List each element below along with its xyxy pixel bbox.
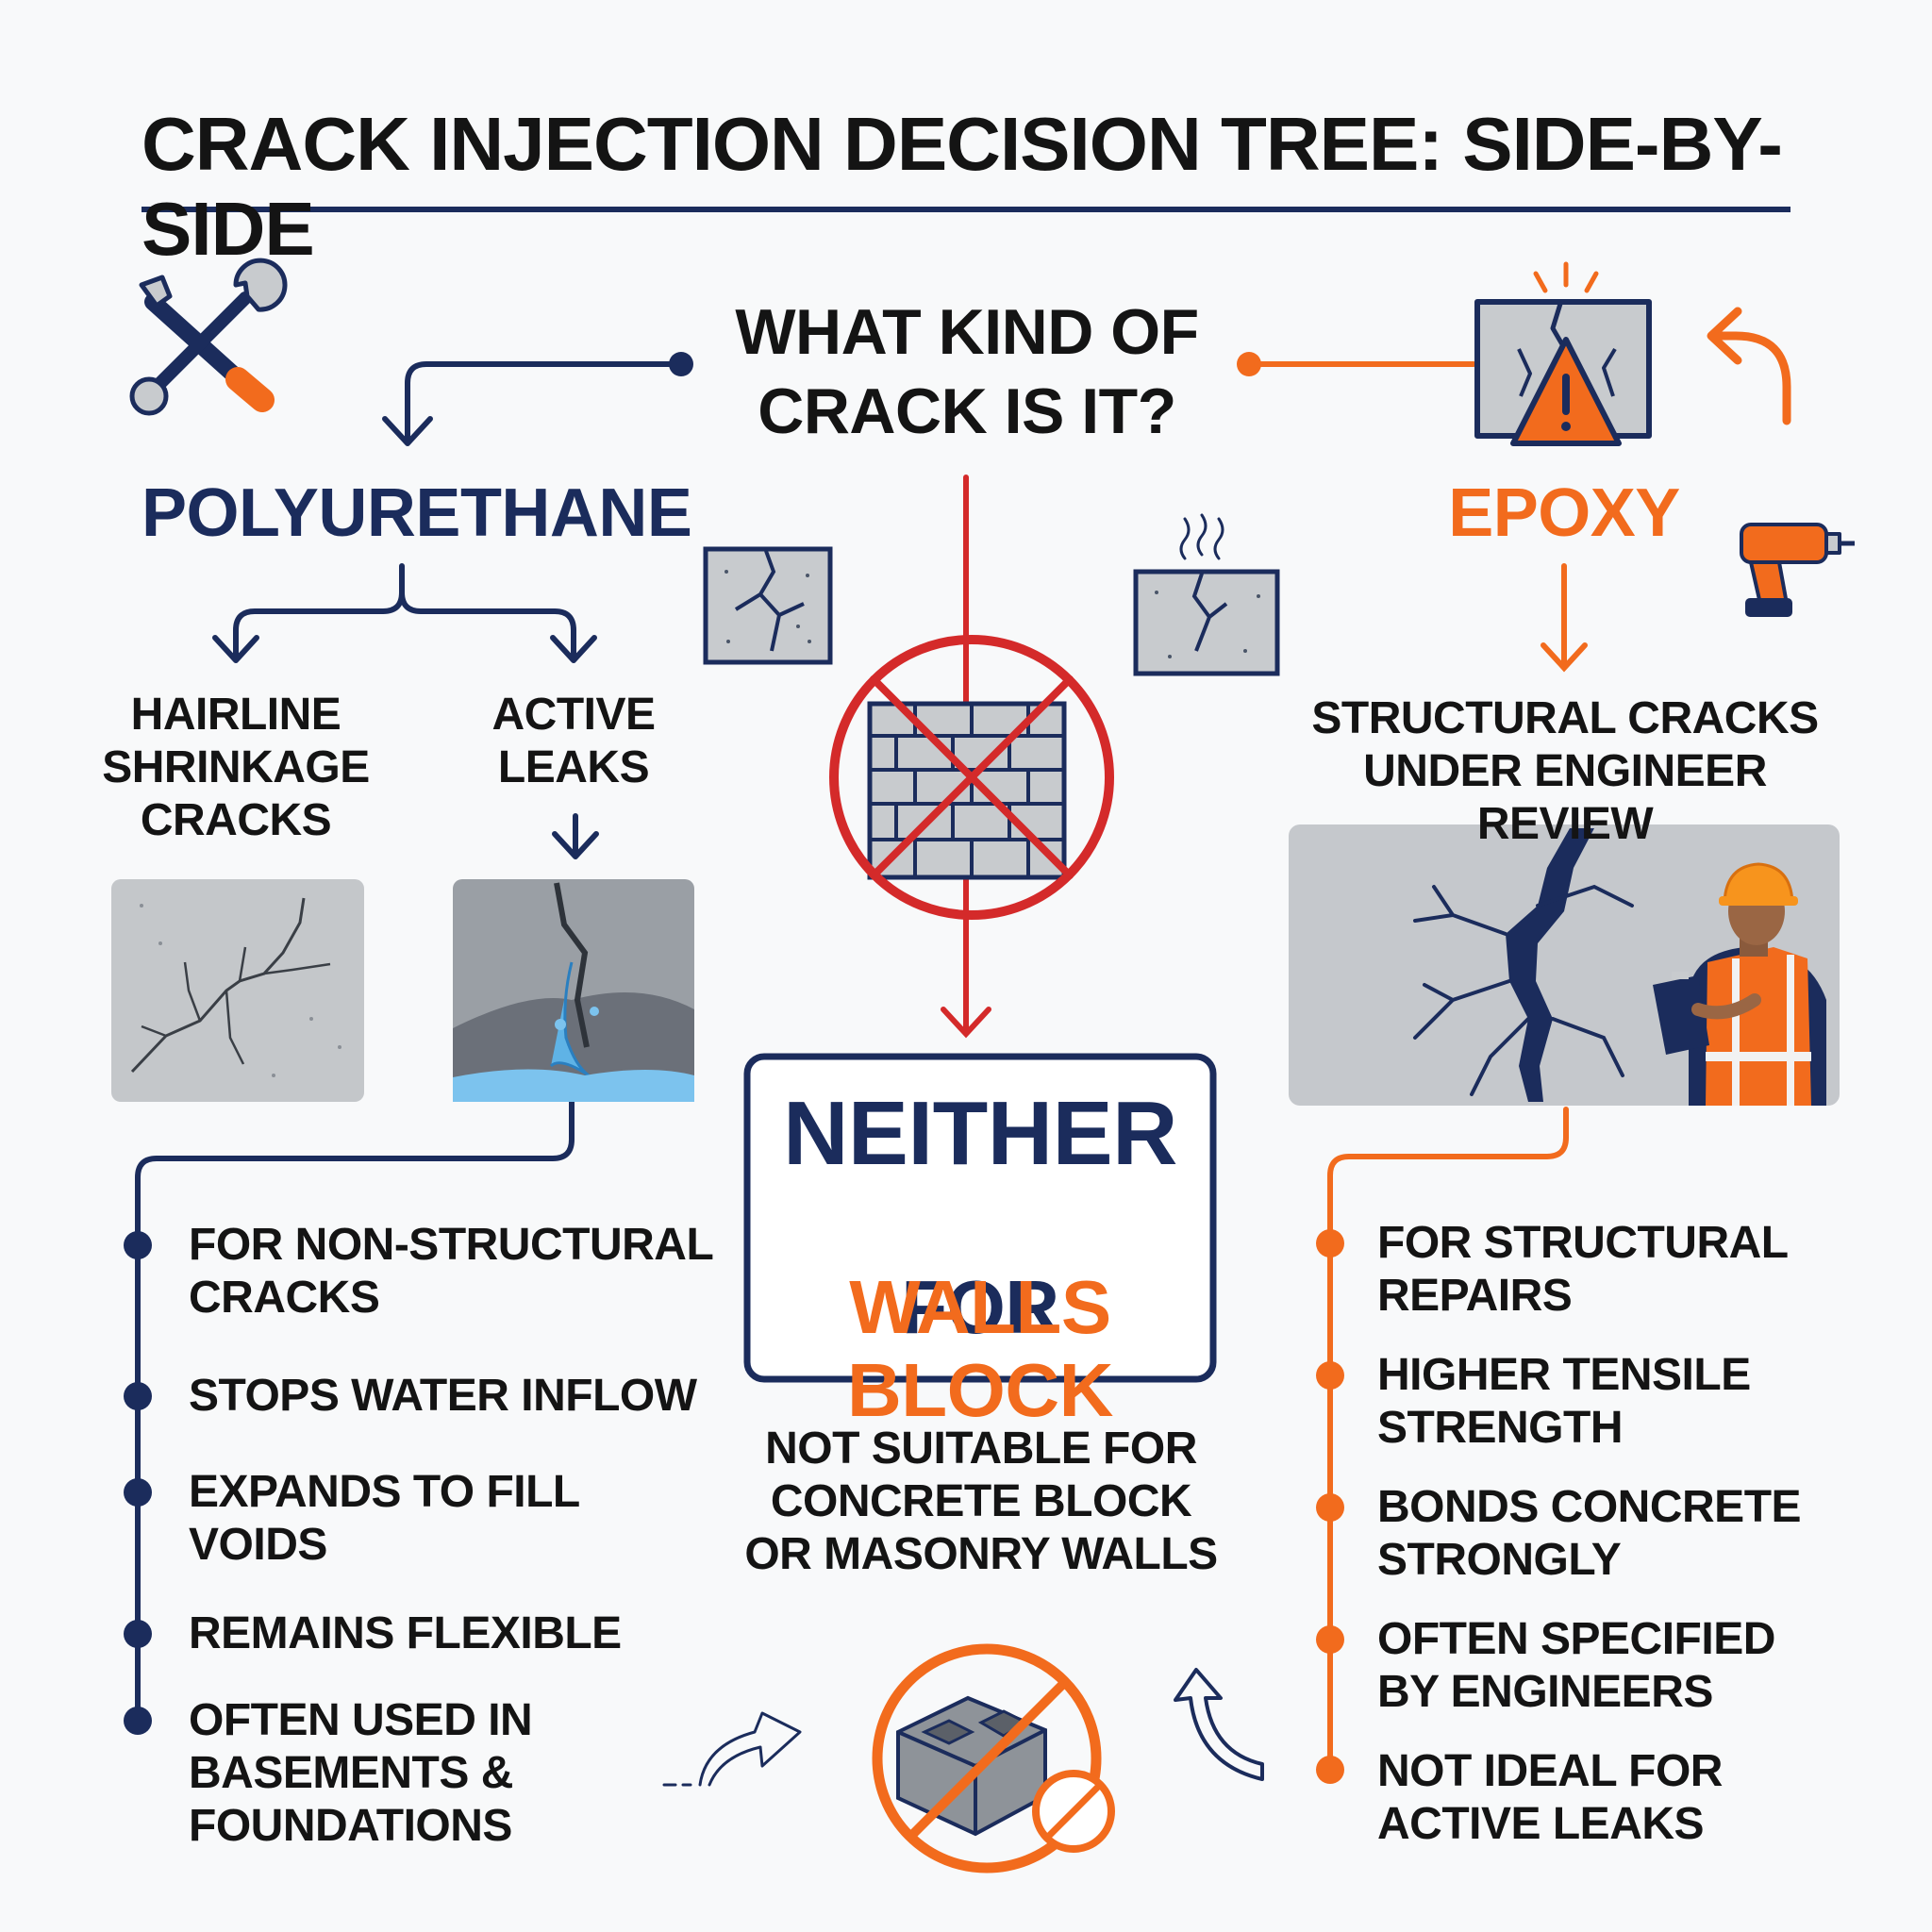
branch-hairline-shrinkage: HAIRLINE SHRINKAGE CRACKS <box>102 690 370 845</box>
cracked-tile-icon <box>703 546 833 665</box>
wrench-screwdriver-icon <box>129 258 288 416</box>
structural-crack-illustration <box>1289 824 1840 1106</box>
epoxy-heading: EPOXY <box>1448 475 1680 551</box>
neither-walls-label: WALLS <box>849 1265 1111 1349</box>
connector-polyurethane-bullets <box>135 1099 575 1716</box>
polyurethane-bullet-dots <box>124 1231 152 1735</box>
polyurethane-bullet: STOPS WATER INFLOW <box>189 1371 697 1421</box>
connector-polyurethane-split <box>212 563 599 859</box>
epoxy-bullet: OFTEN SPECIFIED BY ENGINEERS <box>1377 1614 1775 1717</box>
prohibited-brick-wall-icon <box>829 635 1114 920</box>
branch-active-leaks: ACTIVE LEAKS <box>491 690 656 792</box>
branch-structural-cracks: STRUCTURAL CRACKS UNDER ENGINEER REVIEW <box>1311 693 1819 849</box>
epoxy-bullet: NOT IDEAL FOR ACTIVE LEAKS <box>1377 1746 1723 1849</box>
neither-line-2: FOR BLOCK <box>751 1183 1209 1432</box>
drill-icon <box>1740 523 1855 617</box>
active-leak-illustration <box>453 879 694 1102</box>
neither-box <box>743 1053 1217 1383</box>
curved-arrow-up-icon <box>1174 1668 1264 1781</box>
polyurethane-bullet: FOR NON-STRUCTURAL CRACKS <box>189 1220 714 1323</box>
epoxy-bullet: HIGHER TENSILE STRENGTH <box>1377 1350 1751 1453</box>
connector-question-to-epoxy <box>1237 352 1588 673</box>
polyurethane-bullet: EXPANDS TO FILL VOIDS <box>189 1467 580 1570</box>
hairline-crack-illustration <box>111 879 364 1102</box>
center-note: NOT SUITABLE FOR CONCRETE BLOCK OR MASON… <box>744 1424 1218 1579</box>
page-title: CRACK INJECTION DECISION TREE: SIDE-BY-S… <box>142 102 1783 271</box>
epoxy-bullet: BONDS CONCRETE STRONGLY <box>1377 1482 1802 1585</box>
neither-for-label: FOR <box>901 1265 1059 1349</box>
polyurethane-bullet: REMAINS FLEXIBLE <box>189 1608 622 1658</box>
polyurethane-heading: POLYURETHANE <box>142 475 692 551</box>
warning-cracked-panel-icon <box>1474 261 1652 446</box>
neither-title: NEITHER <box>783 1083 1177 1184</box>
polyurethane-bullet: OFTEN USED IN BASEMENTS & FOUNDATIONS <box>189 1695 533 1851</box>
curved-arrow-icon <box>1707 307 1791 425</box>
connector-epoxy-bullets <box>1327 1107 1569 1773</box>
steaming-cracked-tile-icon <box>1133 513 1280 676</box>
prohibited-cinder-block-icon <box>872 1643 1115 1874</box>
decision-question: WHAT KIND OF CRACK IS IT? <box>735 296 1199 447</box>
neither-block-label: BLOCK <box>847 1348 1113 1432</box>
dashed-curved-arrow-icon <box>662 1711 802 1787</box>
epoxy-bullet-dots <box>1316 1229 1344 1784</box>
connector-question-to-polyurethane <box>382 352 693 446</box>
epoxy-bullet: FOR STRUCTURAL REPAIRS <box>1377 1218 1789 1321</box>
